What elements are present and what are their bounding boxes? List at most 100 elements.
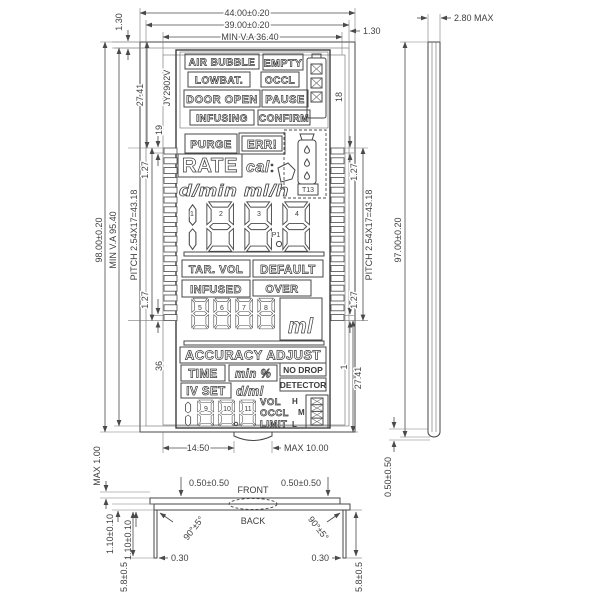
big-digits: 1 2 3 4 P1 — [188, 201, 310, 252]
digit-label: 9 — [204, 406, 208, 413]
tab-dimensions: 14.50 MAX 10.00 — [162, 432, 330, 455]
dim-inner-width: 39.00±0.20 — [225, 20, 270, 30]
bottom-digits: 9 10 11 — [185, 399, 256, 427]
dim-pin-t-right: 0.30 — [311, 553, 329, 563]
digit-label: 7 — [242, 305, 246, 312]
glass-outline — [139, 41, 356, 433]
segment-pause: PAUSE — [265, 94, 305, 106]
segment-tar-vol: TAR. VOL — [189, 264, 244, 276]
pin-number-19: 19 — [154, 125, 164, 135]
p1-label: P1 — [272, 232, 281, 239]
digit-label: 10 — [223, 406, 231, 413]
segment-air-bubble: AIR BUBBLE — [189, 58, 256, 69]
segment-h: H — [292, 397, 298, 406]
decimal-point-p2 — [233, 421, 239, 427]
dim-front-offset-left: 0.50±0.50 — [189, 478, 229, 488]
dim-bend-angle-right: 90°±5° — [306, 514, 331, 542]
dim-pitch-right: PITCH 2.54X17=43.18 — [364, 190, 374, 281]
dim-pitch-offset-bottom-left: 1.27 — [140, 291, 150, 309]
dim-thickness: 2.80 MAX — [454, 13, 494, 23]
dim-pin-len-right: 5.8±0.5 — [354, 562, 364, 592]
segment-accuracy-adjust: ACCURACY ADJUST — [185, 349, 321, 363]
segment-m: M — [298, 408, 305, 417]
front-view: JY2902V — [139, 41, 356, 441]
dim-tab-offset: 14.50 — [187, 443, 210, 453]
segment-infusing: INFUSING — [196, 114, 248, 125]
level-bars-icon — [305, 394, 329, 429]
digit-label: 4 — [295, 211, 299, 218]
dim-bottom-margin-right: 27.41 — [353, 367, 363, 390]
segment-over: OVER — [265, 284, 298, 296]
segment-iv-set: IV SET — [186, 386, 225, 398]
front-label: FRONT — [238, 485, 269, 495]
pin-number-36: 36 — [154, 361, 164, 371]
drip-detector-icon: T13 — [277, 129, 327, 199]
segment-min-pct: min % — [235, 369, 271, 381]
segment-ml: ml — [288, 315, 314, 338]
top-dimensions: 44.00±0.20 39.00±0.20 MIN V.A 36.40 1.30… — [112, 7, 382, 60]
dim-pitch-offset-top-left: 1.27 — [140, 161, 150, 179]
dim-va-width: MIN V.A 36.40 — [221, 32, 278, 42]
lcd-content: AIR BUBBLE EMPTY LOWBAT. OCCL DOOR OPEN … — [177, 51, 329, 430]
connector-pads-left — [163, 147, 178, 322]
dim-right-offset: 1.30 — [363, 26, 381, 36]
segment-l: L — [292, 420, 297, 429]
dim-tab-width: MAX 10.00 — [284, 443, 329, 453]
segment-default: DEFAULT — [260, 265, 316, 277]
dim-protrusion: MAX 1.00 — [92, 446, 102, 486]
tab-section — [228, 498, 278, 510]
digit-label: 6 — [220, 305, 224, 312]
bottom-view: FRONT BACK 0.50±0.50 0.50±0.50 MAX 1.00 … — [91, 445, 366, 594]
segment-err: ERR! — [247, 140, 277, 152]
back-label: BACK — [241, 516, 266, 526]
digit-label: 2 — [219, 211, 223, 218]
segment-lowbat: LOWBAT. — [195, 76, 243, 87]
annunciator-section — [179, 51, 329, 129]
dim-left-offset: 1.30 — [114, 13, 124, 31]
segment-cal: cal — [246, 159, 270, 176]
pin-right — [342, 509, 347, 559]
dim-pitch-left: PITCH 2.54X17=43.18 — [129, 190, 139, 281]
segment-rate: RATE — [182, 155, 238, 177]
dim-bend-angle-left: 90°±5° — [181, 514, 206, 542]
segment-occl2: OCCL — [260, 408, 289, 419]
dim-va-height: MIN V.A 95.40 — [108, 211, 118, 268]
right-dimensions: 18 1 PITCH 2.54X17=43.18 1.27 1.27 27.41 — [333, 90, 376, 433]
digit-label: 8 — [264, 305, 268, 312]
dim-pitch-offset-bottom-right: 1.27 — [349, 291, 359, 309]
back-glass-section — [153, 503, 351, 511]
pin-number-18: 18 — [334, 92, 344, 102]
dim-top-margin-left: 27.41 — [135, 84, 145, 107]
left-dimensions: 98.00±0.20 MIN V.A 95.40 PITCH 2.54X17=4… — [93, 41, 166, 433]
segment-units: d/min ml/h — [179, 181, 289, 200]
segment-empty: EMPTY — [264, 58, 303, 70]
dim-pitch-offset-top-right: 1.27 — [349, 163, 359, 181]
segment-t13-label: T13 — [302, 187, 314, 194]
segment-no-drop: NO DROP — [283, 365, 323, 375]
segment-purge: PURGE — [190, 139, 232, 151]
dim-side-bottom-offset: 0.50±0.50 — [383, 457, 393, 497]
dim-pin-len-left: 5.8±0.5 — [119, 562, 129, 592]
segment-limit: LIMIT — [260, 419, 287, 430]
dim-glass-t1: 1.10±0.10 — [105, 514, 115, 554]
segment-occl: OCCL — [265, 76, 295, 87]
dim-side-height: 97.00±0.20 — [393, 218, 403, 263]
pin-left — [153, 509, 158, 559]
segment-vol: VOL — [260, 397, 281, 408]
segment-time: TIME — [188, 369, 217, 381]
side-profile — [427, 41, 441, 438]
hand-icon — [277, 162, 296, 183]
bottom-tab — [233, 432, 273, 441]
digit-label: 3 — [257, 211, 261, 218]
segment-door-open: DOOR OPEN — [186, 94, 258, 106]
dim-overall-width: 44.00±0.20 — [225, 8, 270, 18]
decimal-point-p1 — [275, 240, 283, 248]
front-glass-section — [149, 497, 341, 505]
dim-pin-t-left: 0.30 — [171, 553, 189, 563]
mid-digits: 5 6 7 8 — [191, 297, 275, 330]
segment-detector: DETECTOR — [280, 380, 327, 390]
dim-overall-height: 98.00±0.20 — [94, 218, 104, 263]
digit-label: 1 — [190, 211, 194, 218]
separator-bar — [183, 251, 325, 257]
